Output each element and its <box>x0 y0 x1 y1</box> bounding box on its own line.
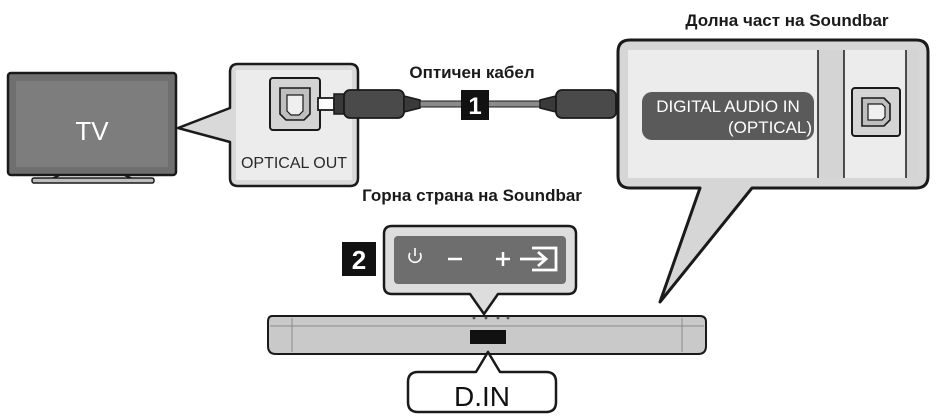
source-icon <box>520 246 558 272</box>
volume-up-icon <box>496 252 510 266</box>
digital-audio-in-port-icon <box>851 87 901 137</box>
soundbar-bottom-callout: DIGITAL AUDIO IN (OPTICAL) <box>616 38 930 304</box>
optical-out-port-icon <box>269 77 321 131</box>
soundbar <box>267 315 707 355</box>
soundbar-display <box>470 330 506 344</box>
display-callout: D.IN <box>406 350 558 414</box>
power-icon <box>408 248 422 264</box>
tv-label: TV <box>75 116 109 146</box>
cable-label: Оптичен кабел <box>409 63 534 82</box>
optical-out-label: OPTICAL OUT <box>241 155 347 172</box>
tv-optical-out-callout: OPTICAL OUT <box>176 62 360 188</box>
soundbar-top-title: Горна страна на Soundbar <box>362 186 582 205</box>
step-1-number: 1 <box>468 93 481 120</box>
soundbar-top-buttons-callout <box>382 224 578 316</box>
step-2-badge: 2 <box>342 242 376 276</box>
display-text: D.IN <box>454 381 510 412</box>
digital-audio-in-line2: (OPTICAL) <box>728 118 812 137</box>
tv: TV <box>6 71 178 184</box>
step-1-badge: 1 <box>461 90 489 120</box>
soundbar-bottom-title: Долна част на Soundbar <box>685 11 889 30</box>
step-2-number: 2 <box>352 245 366 275</box>
soundbar-top-buttons-dots <box>472 316 510 320</box>
digital-audio-in-line1: DIGITAL AUDIO IN <box>656 97 800 116</box>
